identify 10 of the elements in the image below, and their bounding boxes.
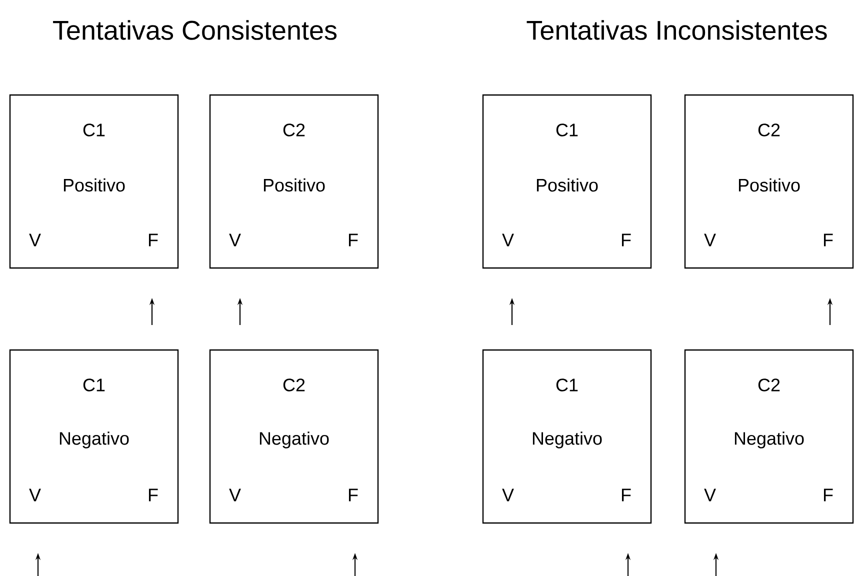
- heading: Tentativas Consistentes: [53, 20, 337, 40]
- panel: C2 Negativo V F: [684, 349, 854, 524]
- panel: C2 Negativo V F: [209, 349, 379, 524]
- panel: C2 Positivo V F: [684, 94, 854, 269]
- panel: C1 Negativo V F: [482, 349, 652, 524]
- heading: Tentativas Inconsistentes: [526, 20, 827, 40]
- panel: C1 Positivo V F: [482, 94, 652, 269]
- panel: C1 Positivo V F: [9, 94, 179, 269]
- panel: C2 Positivo V F: [209, 94, 379, 269]
- panel: C1 Negativo V F: [9, 349, 179, 524]
